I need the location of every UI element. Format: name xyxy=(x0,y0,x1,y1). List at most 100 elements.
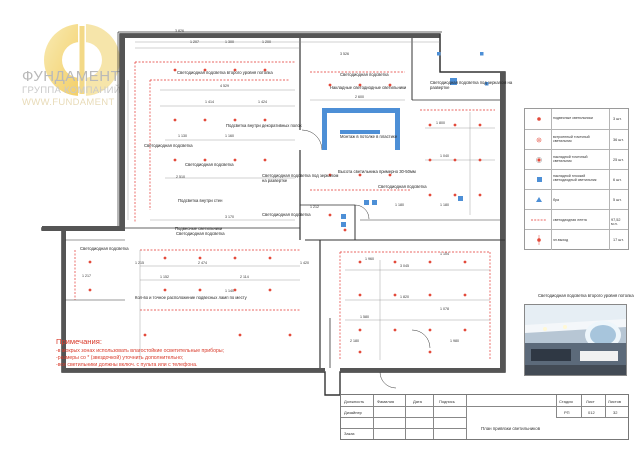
plan-label: Светодиодная подсветка под зеркалом на р… xyxy=(430,80,513,90)
dimension-text: 1 580 xyxy=(360,315,369,319)
tb-sheets-value: 32 xyxy=(613,410,618,415)
dimension-text: 1 960 xyxy=(365,257,374,261)
plan-label: Светодиодная подсветка второго уровня по… xyxy=(177,70,273,75)
dimension-text: 1 820 xyxy=(400,295,409,299)
legend-qty: 5 шт. xyxy=(613,198,622,202)
dimension-text: 1 130 xyxy=(178,134,187,138)
plan-label: Подсветка внутри стен xyxy=(178,198,223,203)
legend-table: подвесные светильники 3 шт. встроенный т… xyxy=(524,108,629,250)
dimension-text: 1 424 xyxy=(258,100,267,104)
tb-sheet-title: План привязки светильников xyxy=(481,426,541,431)
plan-label: Светодиодная подсветка xyxy=(185,162,234,167)
logo-company-name: ФУНДАМЕНТ xyxy=(22,68,121,85)
plan-label: Светодиодная подсветка xyxy=(80,246,129,251)
interior-photo xyxy=(524,304,627,376)
recessed-spot-icon xyxy=(536,137,542,143)
plan-label: Высота светильника примерно 30-50мм xyxy=(338,169,416,174)
tb-role-order: Заказ xyxy=(344,431,355,436)
tb-header-date: Дата xyxy=(413,399,422,404)
dimension-text: 2 180 xyxy=(350,339,359,343)
legend-row: светодиодная лента 97,52 м.п. xyxy=(525,209,628,230)
plan-label: Светодиодная подсветка xyxy=(144,143,193,148)
dimension-text: 1 414 xyxy=(205,100,214,104)
legend-row: бра 5 шт. xyxy=(525,189,628,210)
flat-panel-icon xyxy=(537,177,542,182)
dimension-text: 2 600 xyxy=(355,95,364,99)
note-line: -размеры со * (звездочкой) уточнить допо… xyxy=(56,354,184,361)
plan-label: Монтаж в потолке в пластике xyxy=(340,134,398,139)
legend-row: накладной плоский светодиодный светильни… xyxy=(525,169,628,190)
dimension-text: 3 526 xyxy=(340,52,349,56)
tb-stage-value: РП xyxy=(564,410,570,415)
dimension-text: 2 474 xyxy=(198,261,207,265)
dimension-text: 3 826 xyxy=(175,29,184,33)
legend-qty: 97,52 м.п. xyxy=(611,218,621,226)
dimension-text: 1 800 xyxy=(436,121,445,125)
tb-sheet-header: Лист xyxy=(586,399,595,404)
tb-header-surname: Фамилия xyxy=(377,399,394,404)
dimension-text: 3 045 xyxy=(400,264,409,268)
plan-label: Светодиодная подсветка xyxy=(378,184,427,189)
dimension-lines xyxy=(127,41,495,360)
walls xyxy=(41,31,506,396)
spot-lights xyxy=(88,68,482,354)
plan-label: Светодиодная подсветка xyxy=(340,72,389,77)
dimension-text: 2 510 xyxy=(176,175,185,179)
dimension-text: 1 980 xyxy=(450,339,459,343)
note-line: -все светильники должны включ. с пульта … xyxy=(56,361,198,368)
legend-label: подвесные светильники xyxy=(553,116,593,120)
legend-label: бра xyxy=(553,198,560,202)
plan-label: Подвесные светильники xyxy=(175,226,223,231)
tb-role-designer: Дизайнер xyxy=(344,410,362,415)
plan-label: Накладные светодиодные светильники xyxy=(330,85,407,90)
dimension-text: 1 212 xyxy=(310,205,319,209)
plan-label: Светодиодная подсветка xyxy=(176,231,225,236)
overhead-spot-icon xyxy=(536,157,542,163)
dimension-text: 1 200 xyxy=(262,40,271,44)
dimension-text: 1 160 xyxy=(225,134,234,138)
legend-qty: 17 шт. xyxy=(613,238,624,242)
dimension-text: 3 170 xyxy=(225,215,234,219)
legend-label: встроенный точечный светильник xyxy=(553,135,590,144)
legend-qty: 25 шт. xyxy=(613,158,624,162)
dimension-text: 1 104 xyxy=(440,252,449,256)
legend-label: эл.выход xyxy=(553,238,569,242)
dimension-text: 1 217 xyxy=(82,274,91,278)
legend-row: подвесные светильники 3 шт. xyxy=(525,109,628,129)
sconce-icon xyxy=(536,197,542,202)
tb-sheets-header: Листов xyxy=(608,399,621,404)
wall-lamp-icon xyxy=(537,235,541,245)
notes-title: Примечания: xyxy=(56,337,102,346)
dimension-text: 1 140 xyxy=(225,289,234,293)
dimension-text: 2 114 xyxy=(240,275,249,279)
legend-row: накладной точечный светильник 25 шт. xyxy=(525,149,628,170)
blue-fixtures xyxy=(322,78,463,227)
logo-subtitle: ГРУППА КОМПАНИЙ xyxy=(22,85,121,96)
dimension-text: 1 152 xyxy=(160,275,169,279)
company-logo xyxy=(44,20,120,100)
legend-label: накладной точечный светильник xyxy=(553,155,588,164)
dimension-text: 4 529 xyxy=(220,84,229,88)
tb-header-position: Должность xyxy=(344,399,365,404)
legend-label: светодиодная лента xyxy=(553,218,587,222)
tb-header-signature: Подпись xyxy=(439,399,455,404)
title-block: Должность Фамилия Дата Подпись Дизайнер … xyxy=(340,394,629,440)
logo-url: WWW.FUNDAMENT xyxy=(22,97,115,108)
plan-label: Кол-во и точное расположение подвесных л… xyxy=(135,295,247,300)
led-strips xyxy=(74,61,495,360)
tb-sheet-value: 012 xyxy=(588,410,595,415)
legend-row: встроенный точечный светильник 36 шт. xyxy=(525,129,628,150)
legend-qty: 6 шт. xyxy=(613,178,622,182)
dimension-text: 1 040 xyxy=(440,154,449,158)
photo-caption: Светодиодная подсветка второго уровня по… xyxy=(538,293,634,298)
dimension-text: 1 420 xyxy=(300,261,309,265)
dimension-text: 1 078 xyxy=(440,307,449,311)
legend-qty: 36 шт. xyxy=(613,138,624,142)
legend-row: эл.выход 17 шт. xyxy=(525,229,628,250)
led-strip-icon xyxy=(531,219,547,221)
tb-stage-header: Стадия xyxy=(559,399,573,404)
dimension-text: 1 180 xyxy=(440,203,449,207)
dimension-text: 1 180 xyxy=(395,203,404,207)
panel-lights xyxy=(437,52,489,86)
